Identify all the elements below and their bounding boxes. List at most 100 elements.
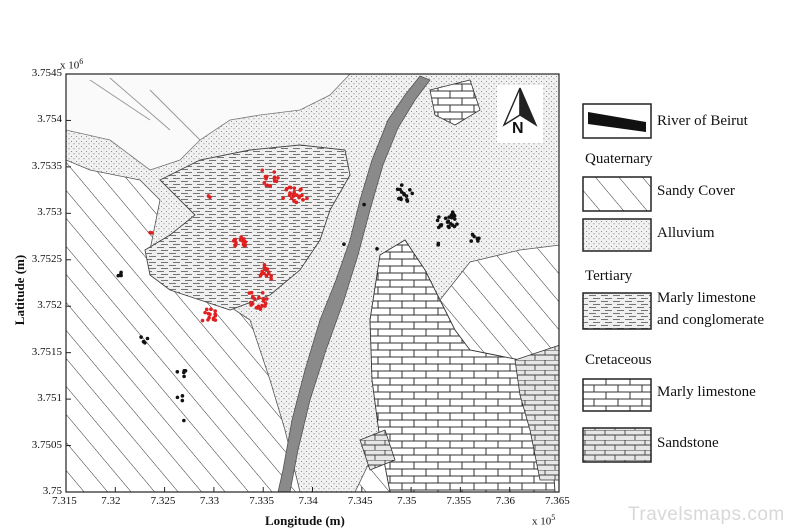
x-axis-label: Longitude (m) <box>265 513 345 528</box>
black-point <box>446 224 451 229</box>
black-point <box>436 243 440 247</box>
red-point <box>305 196 309 201</box>
black-point <box>410 191 415 196</box>
x-exponent: x 105 <box>532 513 556 528</box>
black-point <box>180 398 185 403</box>
legend-marly-limestone: Marly limestone <box>657 384 756 400</box>
black-point <box>145 336 150 341</box>
x-tick-label: 7.33 <box>199 495 220 507</box>
x-tick-label: 7.325 <box>150 495 176 507</box>
red-point <box>262 180 267 185</box>
red-point <box>260 290 265 295</box>
red-point <box>260 304 265 308</box>
black-point <box>395 187 400 192</box>
black-point <box>362 202 366 207</box>
black-point <box>116 273 121 278</box>
red-point <box>257 306 262 310</box>
black-point <box>439 222 444 227</box>
x-tick-label: 7.32 <box>101 495 121 507</box>
red-point <box>264 297 269 301</box>
x-tick-label: 7.315 <box>52 495 77 507</box>
legend-marly-conglomerate-2: and conglomerate <box>657 312 765 328</box>
black-point <box>408 187 412 192</box>
watermark: Travelsmaps.com <box>628 504 785 525</box>
red-point <box>209 307 213 312</box>
red-point <box>213 309 218 313</box>
red-point <box>301 198 305 202</box>
red-point <box>297 195 301 200</box>
red-point <box>276 176 280 180</box>
red-point <box>211 317 216 322</box>
black-point <box>404 194 409 198</box>
black-point <box>375 247 379 251</box>
red-point <box>263 301 268 306</box>
x-tick-label: 7.34 <box>298 495 318 507</box>
y-tick-label: 3.7545 <box>31 67 62 79</box>
black-point <box>452 224 457 229</box>
red-point <box>203 310 207 315</box>
y-tick-label: 3.7535 <box>31 159 62 172</box>
red-point <box>149 231 154 235</box>
north-arrow-icon <box>497 85 543 143</box>
y-tick-label: 3.751 <box>37 392 62 405</box>
red-sample-points <box>148 168 309 323</box>
tertiary-region <box>144 144 351 311</box>
black-point <box>443 216 448 221</box>
sandstone-region <box>514 344 559 481</box>
black-point <box>399 183 404 187</box>
river-of-beirut <box>277 75 431 492</box>
red-point <box>294 200 299 205</box>
red-point <box>289 196 294 201</box>
y-tick-label: 3.753 <box>37 206 62 219</box>
red-point <box>259 272 264 276</box>
y-tick-label: 3.7515 <box>31 345 62 358</box>
red-point <box>272 179 277 183</box>
x-tick-label: 7.345 <box>347 495 373 507</box>
red-point <box>264 183 269 188</box>
red-point <box>294 193 299 197</box>
legend-marly-conglomerate-1: Marly limestone <box>657 290 756 306</box>
y-exponent: x 106 <box>60 57 84 72</box>
black-point <box>139 335 143 339</box>
red-point <box>213 314 218 318</box>
red-point <box>266 270 271 274</box>
black-point <box>477 236 481 241</box>
black-point <box>180 394 185 398</box>
red-point <box>231 239 236 243</box>
red-point <box>291 193 296 197</box>
black-point <box>476 239 480 243</box>
legend-sandstone: Sandstone <box>657 435 719 451</box>
black-point <box>435 218 440 223</box>
red-point <box>233 243 237 248</box>
red-point <box>269 274 274 278</box>
black-point <box>175 369 180 374</box>
black-point <box>182 418 186 423</box>
black-point <box>437 215 441 219</box>
black-point <box>397 196 401 201</box>
black-point <box>449 215 454 220</box>
red-point <box>272 175 277 180</box>
red-point <box>252 297 257 301</box>
black-point <box>182 370 186 375</box>
black-point <box>141 339 146 344</box>
red-point <box>200 318 205 323</box>
black-point <box>472 234 476 239</box>
black-point <box>469 239 474 243</box>
red-point <box>204 307 209 312</box>
red-point <box>292 186 297 190</box>
x-tick-label: 7.365 <box>545 495 570 507</box>
red-point <box>272 170 277 174</box>
y-tick-label: 3.754 <box>37 113 62 126</box>
legend-tertiary-heading: Tertiary <box>585 268 633 284</box>
red-point <box>250 301 255 306</box>
red-point <box>239 235 243 240</box>
black-point <box>452 213 456 218</box>
black-point <box>405 198 409 202</box>
red-point <box>262 263 267 267</box>
red-point <box>206 194 211 198</box>
black-point <box>452 217 457 221</box>
north-label: N <box>512 120 524 137</box>
red-point <box>257 295 261 300</box>
red-point <box>281 196 285 200</box>
red-point <box>268 184 273 188</box>
